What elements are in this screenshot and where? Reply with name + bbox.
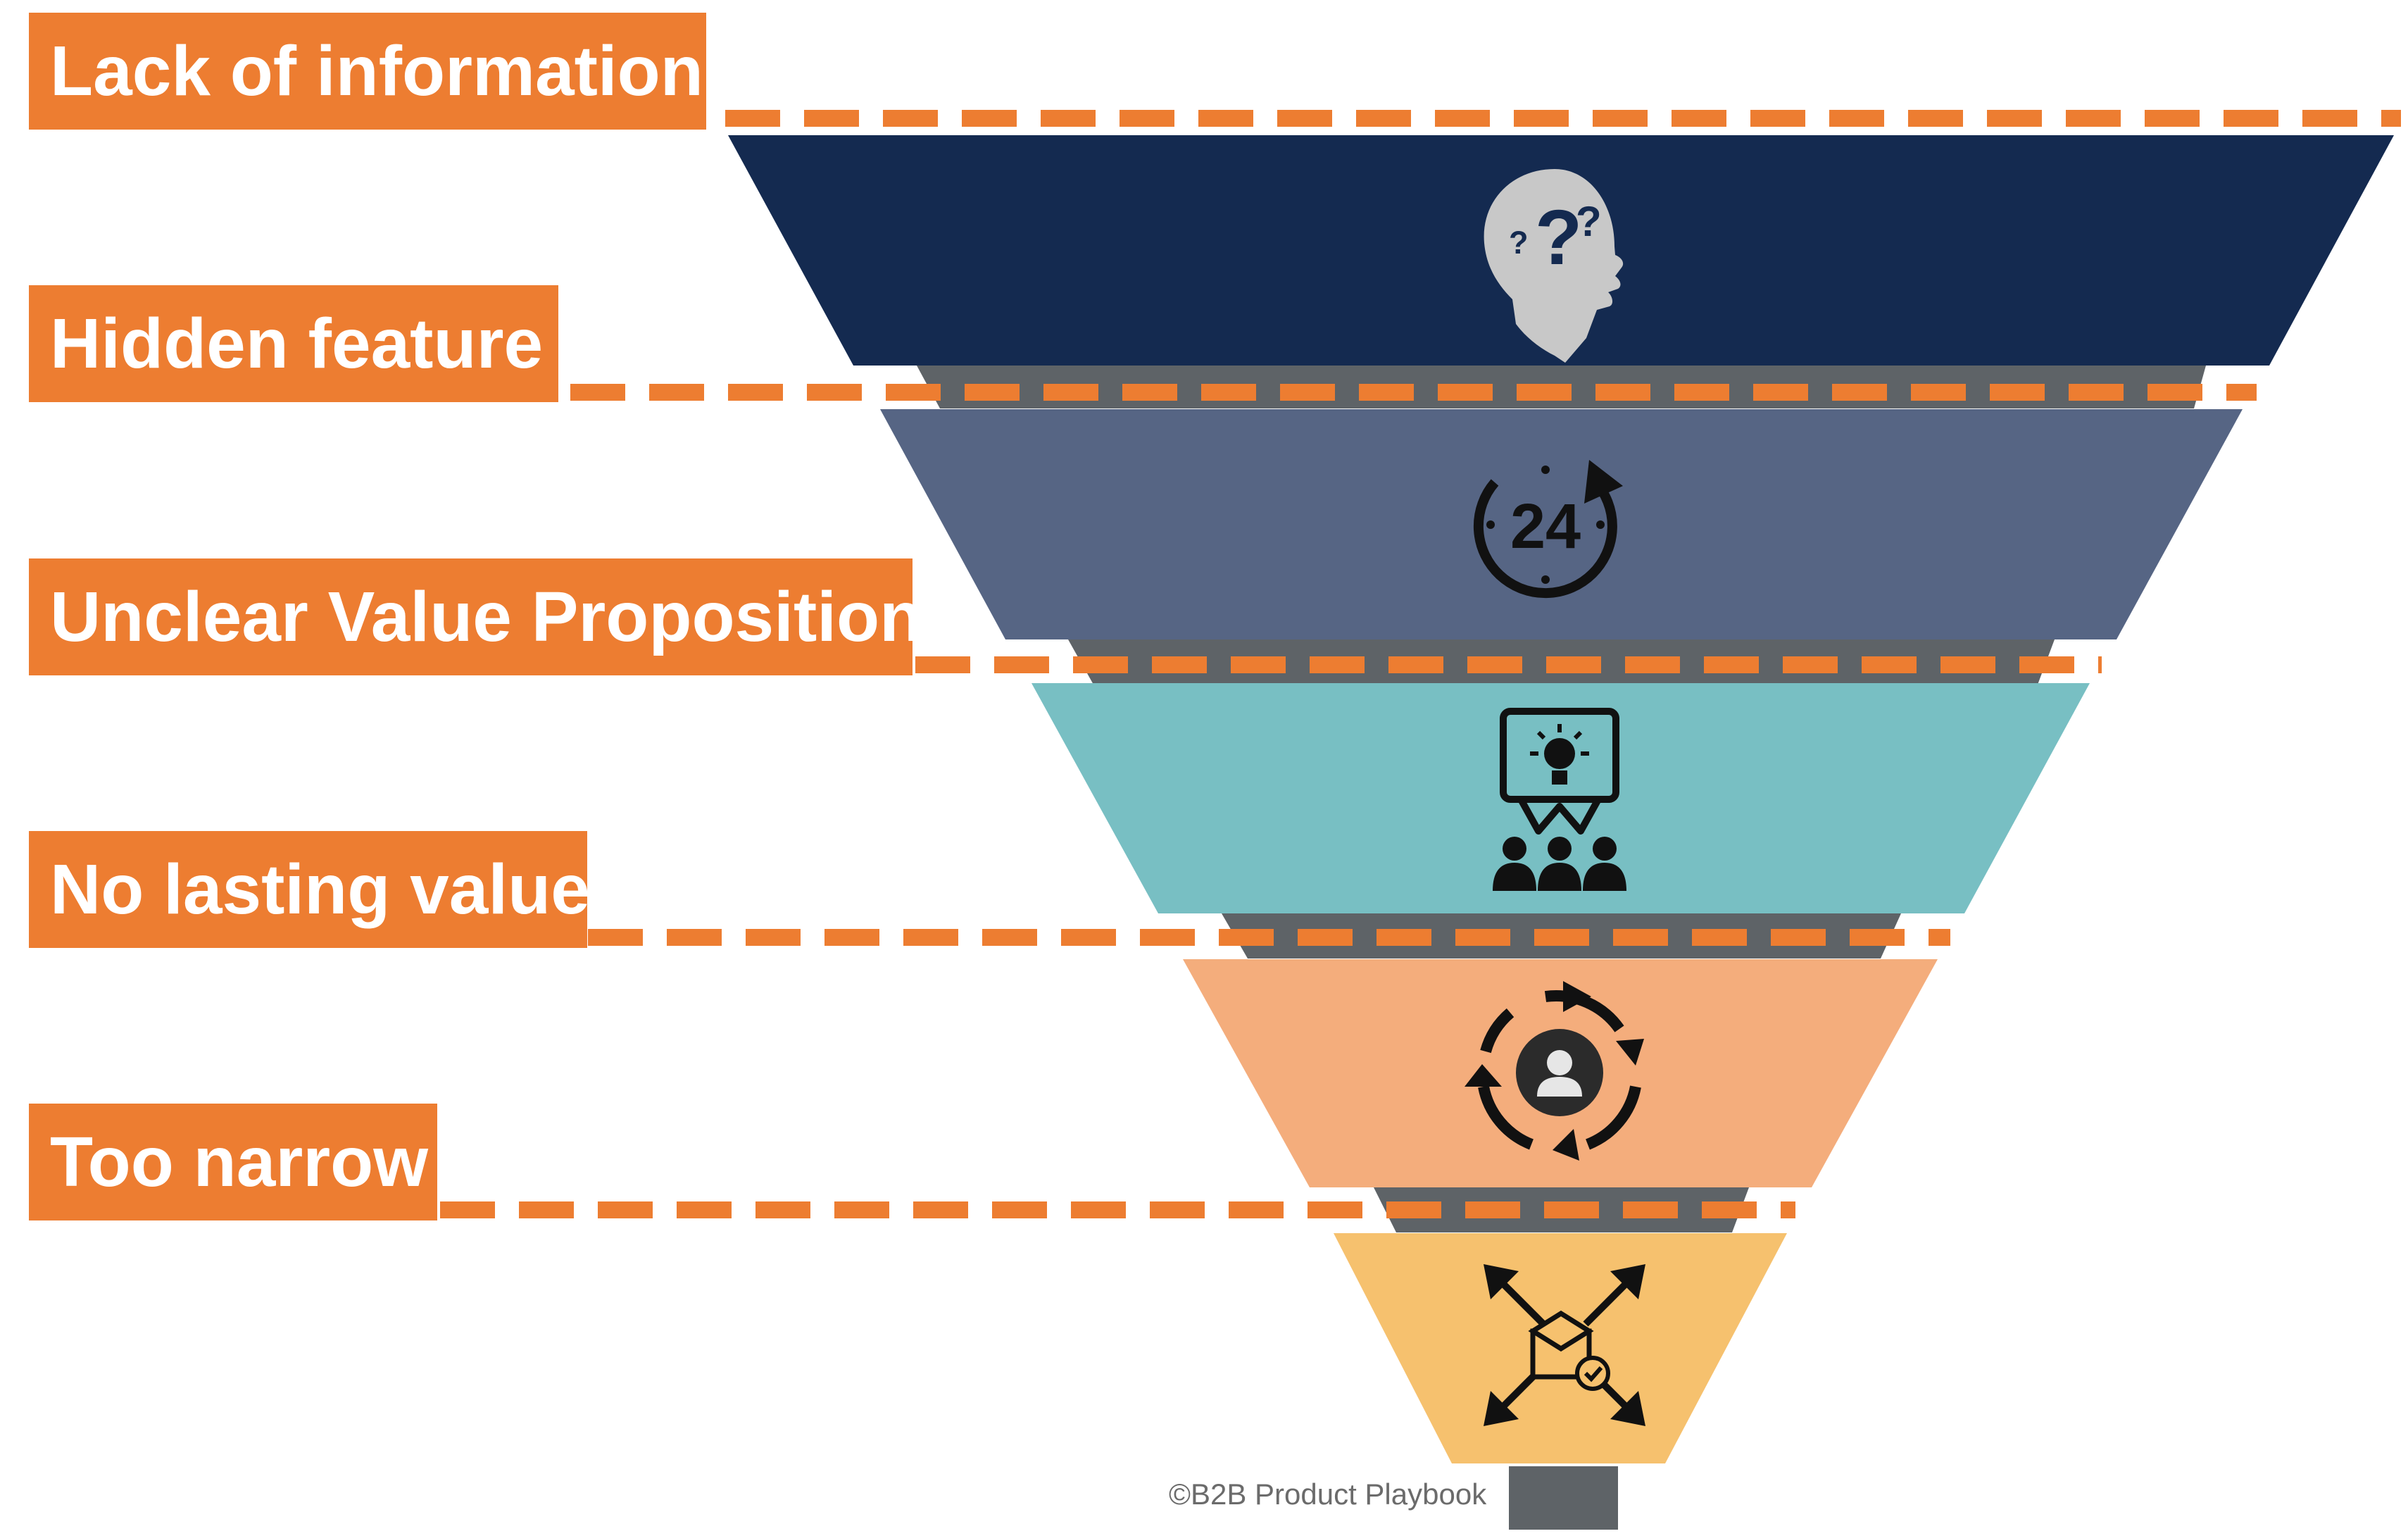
question-mark-left: ? [1509,225,1529,261]
audience-person-1 [1493,837,1536,891]
audience-person-3 [1583,837,1626,891]
stage-label-lack-of-information: Lack of information [29,13,706,130]
funnel-stage-2 [880,409,2243,639]
stage-label-unclear-value-proposition: Unclear Value Proposition [29,558,922,675]
user-head [1547,1050,1572,1075]
user-cycle-icon [1465,981,1644,1161]
box-expand-icon [1484,1264,1645,1426]
clock-tick-left [1486,520,1495,529]
box-check-mark [1584,1366,1603,1382]
lightbulb-head [1544,738,1575,769]
question-mark-large: ? [1535,194,1582,281]
board-legs [1517,797,1602,835]
question-mark-right: ? [1576,198,1602,245]
stage-label-hidden-feature: Hidden feature [29,285,558,402]
stage-label-too-narrow: Too narrow [29,1104,437,1220]
clock-tick-right [1596,520,1605,529]
funnel-stem [1509,1466,1618,1530]
presentation-audience-icon [1493,708,1626,891]
clock-24-icon: 24 [1473,460,1623,599]
lightbulb-base [1552,770,1567,785]
dashed-guides [440,110,2401,1218]
clock-tick-bottom [1541,575,1550,584]
box-lid [1528,1310,1594,1352]
box-check-circle [1575,1356,1610,1391]
head-question-icon: ? ? ? [1484,169,1624,363]
copyright-credit: ©B2B Product Playbook [1169,1478,1487,1511]
stage-label-no-lasting-value: No lasting value [29,831,590,948]
audience-person-2 [1538,837,1581,891]
user-body [1537,1077,1582,1097]
clock-tick-top [1541,466,1550,474]
clock-24-text: 24 [1510,492,1581,562]
board-frame [1500,708,1619,803]
